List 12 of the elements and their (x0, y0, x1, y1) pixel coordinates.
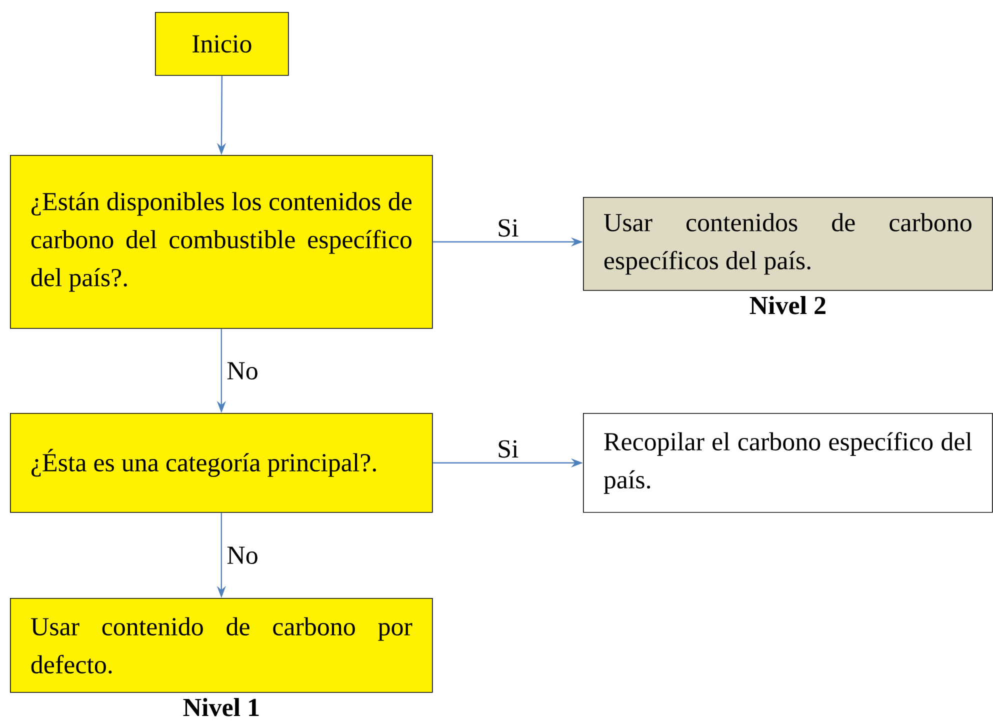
edge-label: No (227, 546, 258, 564)
process-box: Recopilar el carbono específico del país. (583, 413, 993, 513)
edge-label: Si (498, 219, 518, 237)
edge-label: No (227, 362, 258, 380)
process-box: Inicio (155, 12, 289, 76)
level-label: Nivel 2 (750, 296, 826, 314)
process-box: Usar contenido de carbono por defecto. (10, 598, 433, 693)
edge-label: Si (498, 440, 518, 458)
process-box: ¿Están disponibles los contenidos de carbono del combustible específico del país?. (10, 155, 433, 329)
process-box: Usar contenidos de carbono específicos del país. (583, 197, 993, 291)
level-label: Nivel 1 (183, 698, 259, 716)
process-box: ¿Ésta es una categoría principal?. (10, 413, 433, 513)
